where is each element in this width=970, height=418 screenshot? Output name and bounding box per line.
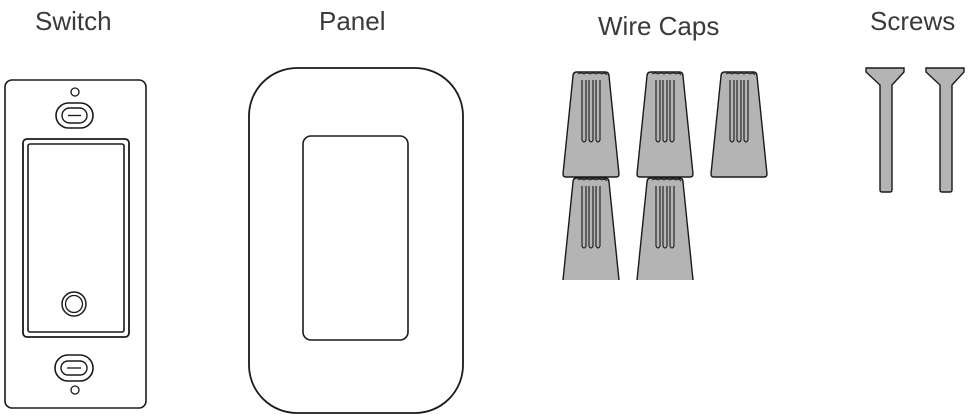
switch-top-hole <box>70 87 80 97</box>
wire-cap-2 <box>636 71 694 178</box>
wire-caps-label: Wire Caps <box>598 11 720 41</box>
panel-illustration <box>240 60 470 418</box>
wire-cap-4 <box>562 177 620 280</box>
panel-label: Panel <box>319 6 386 36</box>
switch-indicator-button <box>61 291 87 317</box>
panel-outer-frame <box>248 67 464 414</box>
switch-bottom-hole <box>70 385 80 395</box>
screws-group <box>860 60 970 200</box>
wire-cap-1 <box>562 71 620 178</box>
wire-caps-group <box>555 60 785 280</box>
switch-body <box>22 138 130 338</box>
switch-rocker <box>27 143 125 333</box>
switch-bottom-screw-slot <box>54 354 94 382</box>
panel-switch-opening <box>302 135 409 341</box>
wire-cap-5 <box>636 177 694 280</box>
wire-cap-3 <box>710 71 768 178</box>
screws-label: Screws <box>870 6 956 36</box>
screw-1 <box>865 67 905 193</box>
switch-label: Switch <box>35 6 112 36</box>
switch-top-screw-slot <box>55 102 94 129</box>
switch-mounting-strap <box>4 79 147 409</box>
screw-2 <box>925 67 965 193</box>
switch-illustration <box>0 0 160 418</box>
